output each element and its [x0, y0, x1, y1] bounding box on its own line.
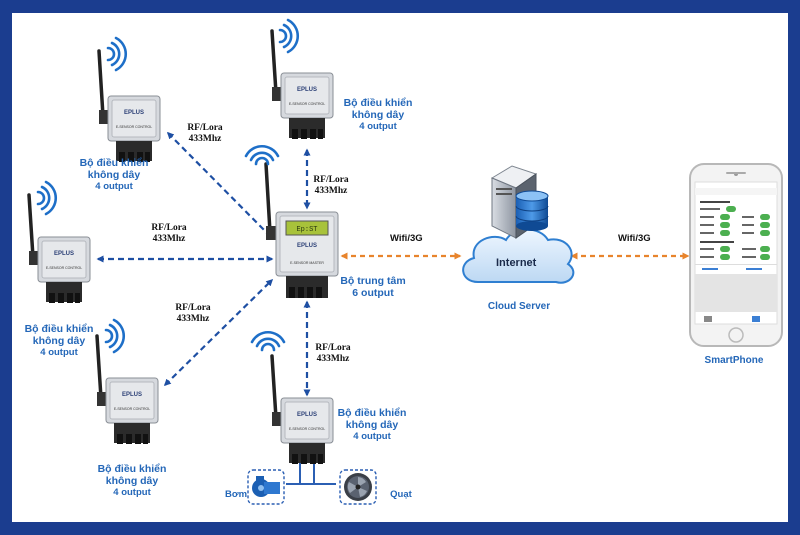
cloud-server-label: Cloud Server [487, 301, 551, 312]
device-top-center: EPLUS E-SENSOR CONTROL [270, 29, 334, 139]
label-bottom-left: Bộ điều khiển không dây 4 output [82, 463, 182, 499]
rf-label-bottom-center: RF/Lora 433Mhz [308, 343, 358, 365]
label-line: Bộ điều khiển [337, 407, 407, 419]
rf-line: 433Mhz [316, 354, 350, 364]
network-diagram: EPLUS E-SENSOR CONTROL EPLUS E-SENSOR CO… [12, 13, 788, 522]
model-text: E-SENSOR CONTROL [289, 102, 325, 106]
label-line: Bộ điều khiển [343, 97, 413, 109]
brand-logo: EPLUS [54, 251, 74, 257]
label-bottom-center: Bộ điều khiển không dây 4 output [322, 407, 422, 443]
brand-logo: EPLUS [297, 87, 317, 93]
label-line: Bộ điều khiển [79, 157, 149, 169]
rf-label-bottom-left: RF/Lora 433Mhz [168, 303, 218, 325]
model-text: E-SENSOR CONTROL [116, 125, 152, 129]
label-line: 4 output [40, 347, 78, 358]
brand-logo: EPLUS [124, 110, 144, 116]
label-line: 4 output [113, 487, 151, 498]
label-line: 6 output [352, 287, 394, 299]
label-line: không dây [105, 475, 159, 487]
label-line: 4 output [359, 121, 397, 132]
rf-line: 433Mhz [152, 234, 186, 244]
label-top-left: Bộ điều khiển không dây 4 output [64, 157, 164, 193]
link-top-left [166, 131, 274, 240]
brand-logo: EPLUS [297, 243, 317, 249]
rf-line: 433Mhz [176, 314, 210, 324]
model-text: E-SENSOR CONTROL [46, 266, 82, 270]
rf-line: RF/Lora [175, 303, 211, 313]
rf-line: RF/Lora [187, 123, 223, 133]
label-line: Bộ trung tâm [340, 275, 406, 287]
model-text: E-SENSOR MASTER [290, 261, 324, 265]
wifi-label-left: Wifi/3G [390, 233, 423, 244]
rf-line: RF/Lora [313, 175, 349, 185]
rf-label-top-left: RF/Lora 433Mhz [180, 123, 230, 145]
rf-links [96, 131, 311, 397]
label-line: không dây [345, 419, 399, 431]
device-bottom-left: EPLUS E-SENSOR CONTROL [95, 334, 159, 444]
label-line: không dây [87, 169, 141, 181]
rf-line: 433Mhz [314, 186, 348, 196]
label-mid-left: Bộ điều khiển không dây 4 output [14, 323, 104, 359]
server-icon [490, 165, 549, 239]
device-bottom-center: EPLUS E-SENSOR CONTROL [270, 354, 334, 464]
brand-logo: EPLUS [297, 412, 317, 418]
label-master: Bộ trung tâm 6 output [332, 275, 414, 299]
lcd-screen: Ep:ST [296, 226, 317, 234]
label-line: Bộ điều khiển [24, 323, 94, 335]
rf-line: RF/Lora [315, 343, 351, 353]
fan-label: Quạt [390, 489, 412, 500]
model-text: E-SENSOR CONTROL [114, 407, 150, 411]
model-text: E-SENSOR CONTROL [289, 427, 325, 431]
device-top-left: EPLUS E-SENSOR CONTROL [97, 49, 161, 162]
internet-label: Internet [496, 257, 537, 269]
brand-logo: EPLUS [122, 392, 142, 398]
pump-label: Bơm [224, 489, 248, 500]
rf-label-mid-left: RF/Lora 433Mhz [144, 223, 194, 245]
diagram-graphics: EPLUS E-SENSOR CONTROL EPLUS E-SENSOR CO… [27, 18, 783, 505]
rf-line: 433Mhz [188, 134, 222, 144]
link-bottom-left [163, 278, 274, 387]
wifi-signal-icons [36, 18, 300, 354]
device-mid-left: EPLUS E-SENSOR CONTROL [27, 193, 91, 303]
pump-icon [247, 469, 285, 505]
rf-label-top-center: RF/Lora 433Mhz [306, 175, 356, 197]
label-line: không dây [32, 335, 86, 347]
smartphone-icon [689, 163, 783, 347]
wifi-label-right: Wifi/3G [618, 233, 651, 244]
label-line: 4 output [353, 431, 391, 442]
fan-icon [339, 469, 377, 505]
label-line: Bộ điều khiển [97, 463, 167, 475]
smartphone-label: SmartPhone [704, 355, 764, 366]
label-line: không dây [351, 109, 405, 121]
device-master: Ep:ST EPLUS E-SENSOR MASTER [264, 162, 339, 298]
label-top-center: Bộ điều khiển không dây 4 output [328, 97, 428, 133]
rf-line: RF/Lora [151, 223, 187, 233]
label-line: 4 output [95, 181, 133, 192]
